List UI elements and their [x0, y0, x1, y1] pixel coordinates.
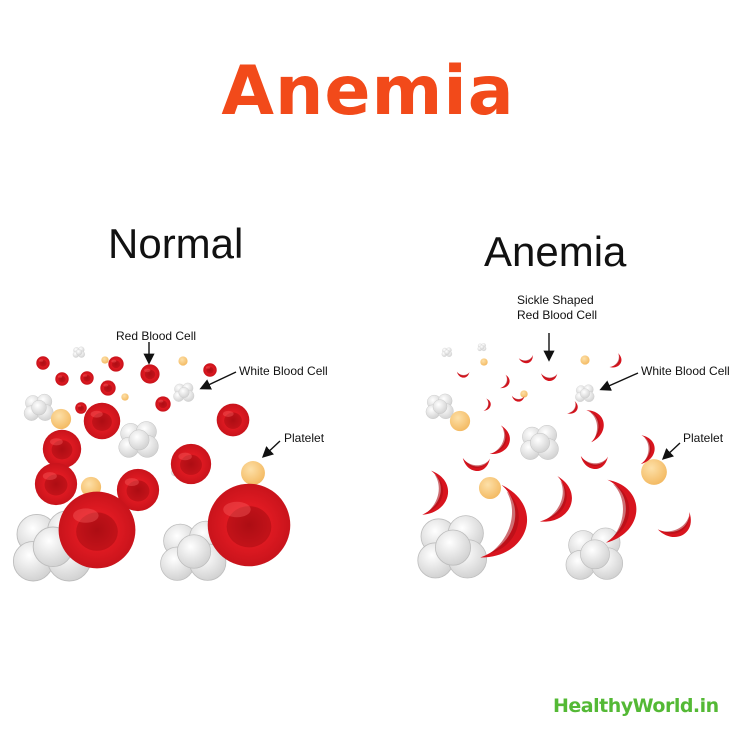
sickle-red-blood-cell [541, 373, 558, 382]
normal-blood-cells [12, 346, 291, 582]
platelet [101, 356, 109, 364]
white-blood-cell [118, 421, 159, 458]
sickle-red-blood-cell [609, 352, 625, 371]
red-blood-cell [34, 462, 78, 506]
platelet [520, 390, 528, 398]
label-platelet-normal: Platelet [284, 431, 325, 445]
red-blood-cell [207, 483, 291, 567]
sickle-red-blood-cell [462, 458, 490, 472]
platelet [580, 355, 590, 365]
white-blood-cell [173, 382, 195, 402]
platelet [178, 356, 188, 366]
white-blood-cell [425, 393, 454, 419]
white-blood-cell [72, 346, 85, 358]
platelet [121, 393, 129, 401]
platelet [478, 476, 502, 500]
red-blood-cell [83, 402, 121, 440]
label-sickle-line1: Sickle Shaped [517, 293, 594, 307]
label-arrows [143, 333, 681, 460]
label-sickle-line2: Red Blood Cell [517, 308, 598, 322]
brand-logo: HealthyWorld.in [553, 695, 719, 717]
red-blood-cell [36, 356, 50, 370]
sickle-red-blood-cell [483, 398, 492, 412]
platelet [480, 358, 488, 366]
label-white-blood-cell-anemia: White Blood Cell [641, 364, 730, 378]
sickle-red-blood-cell [489, 425, 515, 459]
label-platelet-anemia: Platelet [683, 431, 724, 445]
arrow-wbc-normal [199, 371, 237, 390]
red-blood-cell [100, 380, 116, 396]
sickle-red-blood-cell [585, 407, 607, 443]
red-blood-cell [55, 372, 69, 386]
arrow-platelet-normal [261, 440, 281, 458]
normal-panel-title: Normal [108, 220, 244, 267]
red-blood-cell [58, 491, 136, 569]
sickle-red-blood-cell [657, 511, 698, 545]
white-blood-cell [23, 393, 54, 421]
platelet [50, 408, 72, 430]
platelet [241, 461, 265, 485]
red-blood-cell [108, 356, 124, 372]
white-blood-cell [417, 515, 488, 579]
white-blood-cell [575, 384, 595, 402]
label-white-blood-cell-normal: White Blood Cell [239, 364, 328, 378]
page-title: Anemia [221, 52, 515, 131]
label-sickle-shaped-red-blood-cell: Sickle Shaped Red Blood Cell [517, 293, 597, 323]
arrow-wbc-anemia [599, 372, 639, 391]
sickle-red-blood-cell [539, 475, 579, 530]
sickle-red-blood-cell [580, 456, 608, 470]
white-blood-cell [441, 347, 453, 357]
platelet [641, 459, 667, 485]
red-blood-cell [203, 363, 217, 377]
sickle-red-blood-cell [567, 400, 581, 417]
sickle-red-blood-cell [422, 470, 452, 519]
red-blood-cell [155, 396, 171, 412]
sickle-red-blood-cell [518, 354, 535, 365]
red-blood-cell [80, 371, 94, 385]
red-blood-cell [170, 443, 212, 485]
sickle-red-blood-cell [500, 374, 512, 391]
red-blood-cell [42, 429, 82, 469]
sickle-red-blood-cell [456, 371, 470, 378]
red-blood-cell [75, 402, 87, 414]
anemia-panel-title: Anemia [484, 228, 627, 275]
red-blood-cell [216, 403, 250, 437]
red-blood-cell [140, 364, 160, 384]
label-red-blood-cell: Red Blood Cell [116, 329, 197, 343]
white-blood-cell [520, 425, 559, 460]
white-blood-cell [477, 343, 487, 352]
arrow-platelet-anemia [661, 442, 681, 460]
platelet [449, 410, 471, 432]
